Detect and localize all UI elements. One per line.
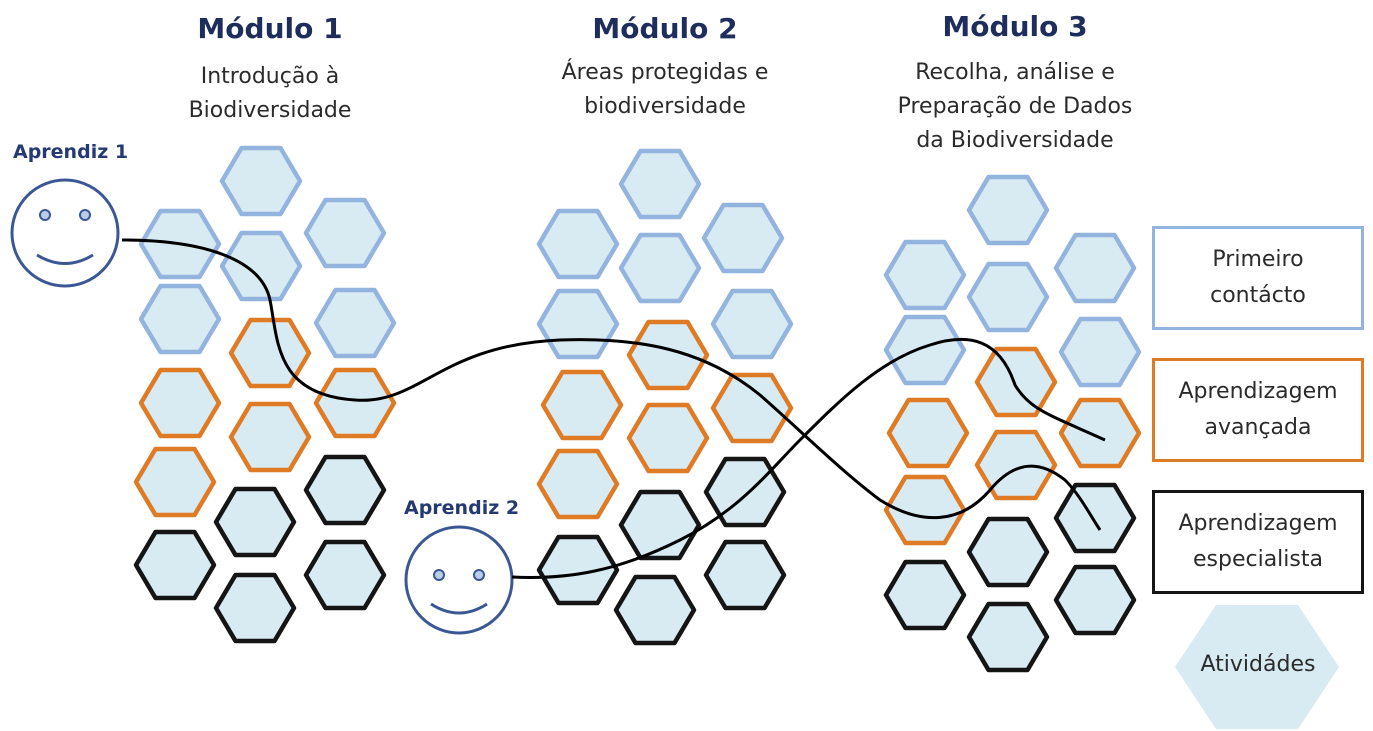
activity-hexagon	[219, 145, 303, 217]
activity-hexagon	[228, 317, 312, 389]
activity-hexagon	[213, 572, 297, 644]
activity-hexagon	[1053, 232, 1137, 304]
learner-faces	[10, 178, 514, 635]
learner-1-label: Aprendiz 1	[13, 141, 129, 163]
legend-label-line: avançada	[1204, 415, 1312, 440]
activity-hexagon	[1053, 482, 1137, 554]
module-2-subtitle-line: Áreas protegidas e	[561, 60, 769, 85]
activity-hexagon	[966, 174, 1050, 246]
activity-hexagon	[618, 148, 702, 220]
activity-hexagon	[303, 197, 387, 269]
activity-hexagon	[540, 369, 624, 441]
module-2-subtitle: Áreas protegidas e biodiversidade	[520, 56, 810, 124]
module-3-subtitle-line: Preparação de Dados	[897, 94, 1133, 119]
activity-hexagon	[133, 529, 217, 601]
activity-hexagon	[710, 372, 794, 444]
activity-hexagon	[228, 401, 312, 473]
module-2-subtitle-line: biodiversidade	[584, 94, 746, 119]
learner-2-label: Aprendiz 2	[404, 497, 520, 519]
activity-hexagon	[886, 397, 970, 469]
learner-paths	[121, 238, 1106, 579]
activity-hexagon	[966, 261, 1050, 333]
activity-hexagon	[1053, 564, 1137, 636]
activity-hexagon	[974, 429, 1058, 501]
legend-activities-hexagon	[1175, 605, 1339, 729]
learner-1-path	[121, 238, 1102, 531]
module-3-subtitle-line: Recolha, análise e	[915, 60, 1115, 85]
legend-first-contact: Primeiro contácto	[1152, 226, 1364, 330]
module-1-subtitle-line: Introdução à	[200, 64, 340, 89]
legend-label-line: especialista	[1193, 547, 1323, 572]
legend-activities-label: Atividádes	[1200, 652, 1316, 677]
activity-hexagon	[213, 486, 297, 558]
legend-advanced: Aprendizagem avançada	[1152, 358, 1364, 462]
activity-hexagon	[974, 346, 1058, 418]
activity-hexagon	[966, 516, 1050, 588]
activity-hexagon	[883, 239, 967, 311]
activity-hexagon	[536, 208, 620, 280]
activity-hexagon	[138, 283, 222, 355]
legend-label-line: contácto	[1210, 283, 1306, 308]
activity-hexagon	[303, 454, 387, 526]
activity-hexagon	[138, 367, 222, 439]
activity-hexagon	[313, 287, 397, 359]
activity-hexagon	[313, 367, 397, 439]
legend-label-line: Primeiro	[1212, 247, 1304, 272]
activity-hexagon	[883, 314, 967, 386]
activity-hexagon	[613, 574, 697, 646]
module-1-subtitle-line: Biodiversidade	[188, 98, 352, 123]
activity-hexagons	[133, 145, 1339, 729]
activity-hexagon	[883, 559, 967, 631]
module-3-title: Módulo 3	[942, 10, 1088, 43]
activity-hexagon	[710, 288, 794, 360]
module-3-subtitle-line: da Biodiversidade	[916, 128, 1114, 153]
activity-hexagon	[536, 534, 620, 606]
activity-hexagon	[703, 539, 787, 611]
legend-label-line: Aprendizagem	[1178, 511, 1338, 536]
legend-specialist: Aprendizagem especialista	[1152, 490, 1364, 594]
activity-hexagon	[626, 319, 710, 391]
activity-hexagon	[626, 402, 710, 474]
learner-2-path	[511, 337, 1106, 579]
module-1-title: Módulo 1	[197, 12, 343, 45]
activity-hexagon	[701, 202, 785, 274]
learner-2-face	[404, 525, 514, 635]
activity-hexagon	[966, 601, 1050, 673]
learner-1-face	[10, 178, 120, 288]
module-1-subtitle: Introdução à Biodiversidade	[140, 60, 400, 128]
activity-hexagon	[219, 230, 303, 302]
activity-hexagon	[1058, 397, 1142, 469]
activity-hexagon	[303, 539, 387, 611]
legend-label-line: Aprendizagem	[1178, 379, 1338, 404]
activity-hexagon	[536, 448, 620, 520]
activity-hexagon	[618, 232, 702, 304]
module-3-subtitle: Recolha, análise e Preparação de Dados d…	[860, 56, 1170, 158]
activity-hexagon	[536, 288, 620, 360]
activity-hexagon	[1058, 316, 1142, 388]
module-2-title: Módulo 2	[592, 12, 738, 45]
activity-hexagon	[133, 446, 217, 518]
